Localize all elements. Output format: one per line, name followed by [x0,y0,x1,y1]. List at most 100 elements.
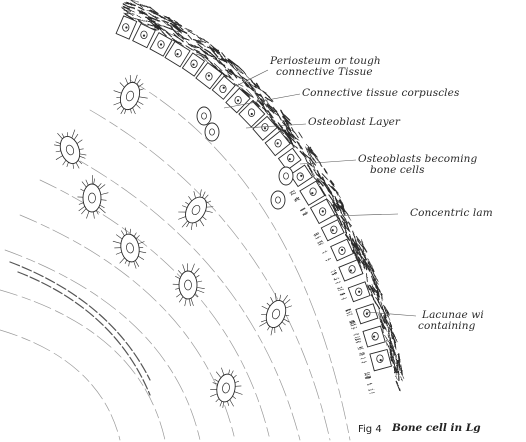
osteoblast-bristle [291,192,295,195]
canaliculus [186,222,189,227]
lacuna [207,366,246,410]
canaliculus [261,313,266,316]
canaliculus [176,294,181,298]
periosteum-fiber [276,111,281,120]
canaliculus [235,385,241,387]
canaliculus [80,152,87,157]
osteoblast-bristle [323,251,328,253]
canaliculus [94,179,95,185]
canaliculus [93,212,94,219]
label-osteoblasts-becoming: Osteoblasts becoming bone cells [358,154,477,176]
label-concentric-lamellae: Concentric lam [410,208,493,219]
canaliculus [197,287,205,288]
canaliculus [175,276,180,278]
canaliculus [178,214,185,222]
osteoblast-nucleolus [332,229,334,231]
lacuna [107,69,153,120]
periosteum-fiber [343,211,344,215]
canaliculus [189,223,195,230]
canaliculus [98,183,101,187]
osteoblast-bristle [356,341,361,342]
canaliculus [175,288,179,289]
osteoblast-bristle [326,259,331,261]
canaliculus [76,140,83,144]
canaliculus [273,293,279,301]
osteoblast-nucleolus [277,142,279,144]
canaliculus [128,262,130,267]
canaliculus [62,133,64,137]
periosteum-fiber [188,35,191,39]
osteoblast-bristle [352,327,357,329]
budding-osteoblast-nucleus [284,173,289,179]
canaliculus [81,209,86,215]
osteoblast-nucleus [331,226,337,234]
periosteum-fiber [139,21,142,23]
canaliculus [232,396,236,399]
osteoblast-bristle [338,287,343,289]
canaliculus [54,143,60,148]
osteoblast-bristle [319,243,324,245]
canaliculus [270,327,274,335]
canaliculus [267,326,269,331]
osteoblast-bristle [354,334,359,335]
canaliculus [56,140,61,145]
periosteum-fiber [396,381,400,390]
canaliculus [137,79,141,85]
canaliculus [117,105,122,111]
canaliculus [234,392,243,395]
canaliculus [137,101,144,104]
canaliculus [113,100,120,106]
canaliculus [116,96,120,98]
canaliculus [82,182,86,188]
periosteum-fiber [324,169,327,174]
canaliculus [79,206,85,211]
canaliculus [121,108,124,114]
osteoblast-nucleolus [311,192,313,194]
canaliculus [185,299,186,306]
periosteum-fiber [198,37,204,40]
osteoblast-nucleus [377,355,383,363]
canaliculus [202,192,206,198]
osteoblast-nucleolus [143,35,145,37]
canaliculus [215,372,222,378]
canaliculus [179,297,183,303]
osteoblast-bristle [347,314,352,316]
canaliculus [191,298,194,306]
periosteum-fiber [299,132,303,138]
periosteum-fiber [367,274,368,282]
osteoblast-nucleolus [237,99,239,101]
label-periosteum-line2: connective Tissue [276,67,381,78]
osteoblast-nucleolus [350,269,352,271]
osteoblast-nucleolus [192,63,194,65]
canaliculus [185,202,189,204]
label-lacunae: Lacunae wi containing [418,310,484,332]
lacuna [77,175,108,218]
osteoblast-bristle [360,354,365,355]
lamella-line [0,330,120,440]
osteoblast-nucleus [288,154,294,162]
lacuna [111,225,149,272]
canaliculus [223,402,224,408]
label-osteoblasts-becoming-line2: bone cells [370,165,477,176]
periosteum-fiber [125,3,135,6]
periosteum-fiber [337,192,341,198]
lamella-line [40,180,270,440]
osteoblast-bristle [355,337,360,338]
osteoblast-bristle [358,348,363,349]
canaliculus [220,368,225,375]
budding-osteoblast-nucleus [210,129,215,135]
periosteum-fiber [186,42,191,47]
osteoblast-bristle [342,298,347,300]
canaliculus [204,194,208,199]
canaliculus [281,322,286,325]
osteoblast-nucleolus [223,87,225,89]
canaliculus [129,229,131,234]
osteoblast-nucleus [297,173,303,181]
osteoblast-bristle [331,270,336,272]
canaliculus [285,314,289,316]
concentric-lamellae-lines [0,80,350,440]
canaliculus [216,398,219,402]
canaliculus [101,200,107,201]
canaliculus [266,303,270,306]
